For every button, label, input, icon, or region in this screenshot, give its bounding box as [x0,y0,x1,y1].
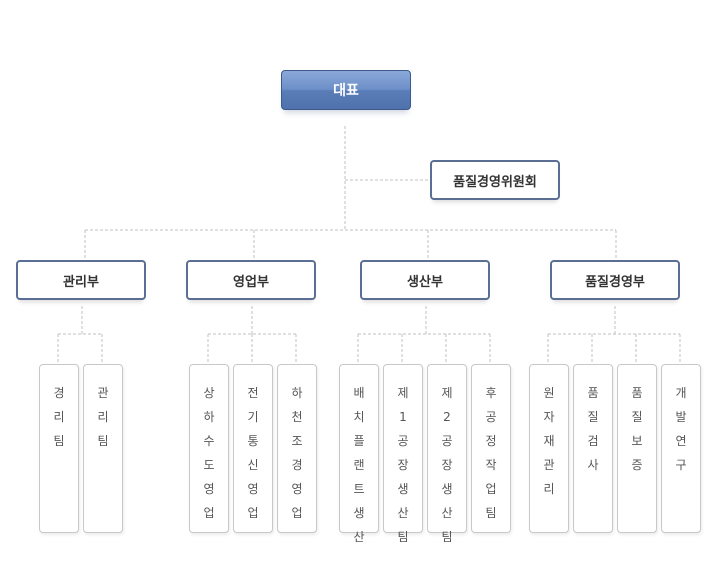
committee-label: 품질경영위원회 [453,174,537,190]
dept-label: 관리부 [63,274,99,290]
dept-label: 품질경영부 [585,274,645,290]
quality-committee-box: 품질경영위원회 [430,160,560,200]
ceo-label: 대표 [333,83,359,99]
dept-production-box: 생산부 [360,260,490,300]
dept-label: 생산부 [407,274,443,290]
dept-quality-box: 품질경영부 [550,260,680,300]
dept-sales-box: 영업부 [186,260,316,300]
dept-management-box: 관리부 [16,260,146,300]
ceo-box: 대표 [281,70,411,110]
dept-label: 영업부 [233,274,269,290]
